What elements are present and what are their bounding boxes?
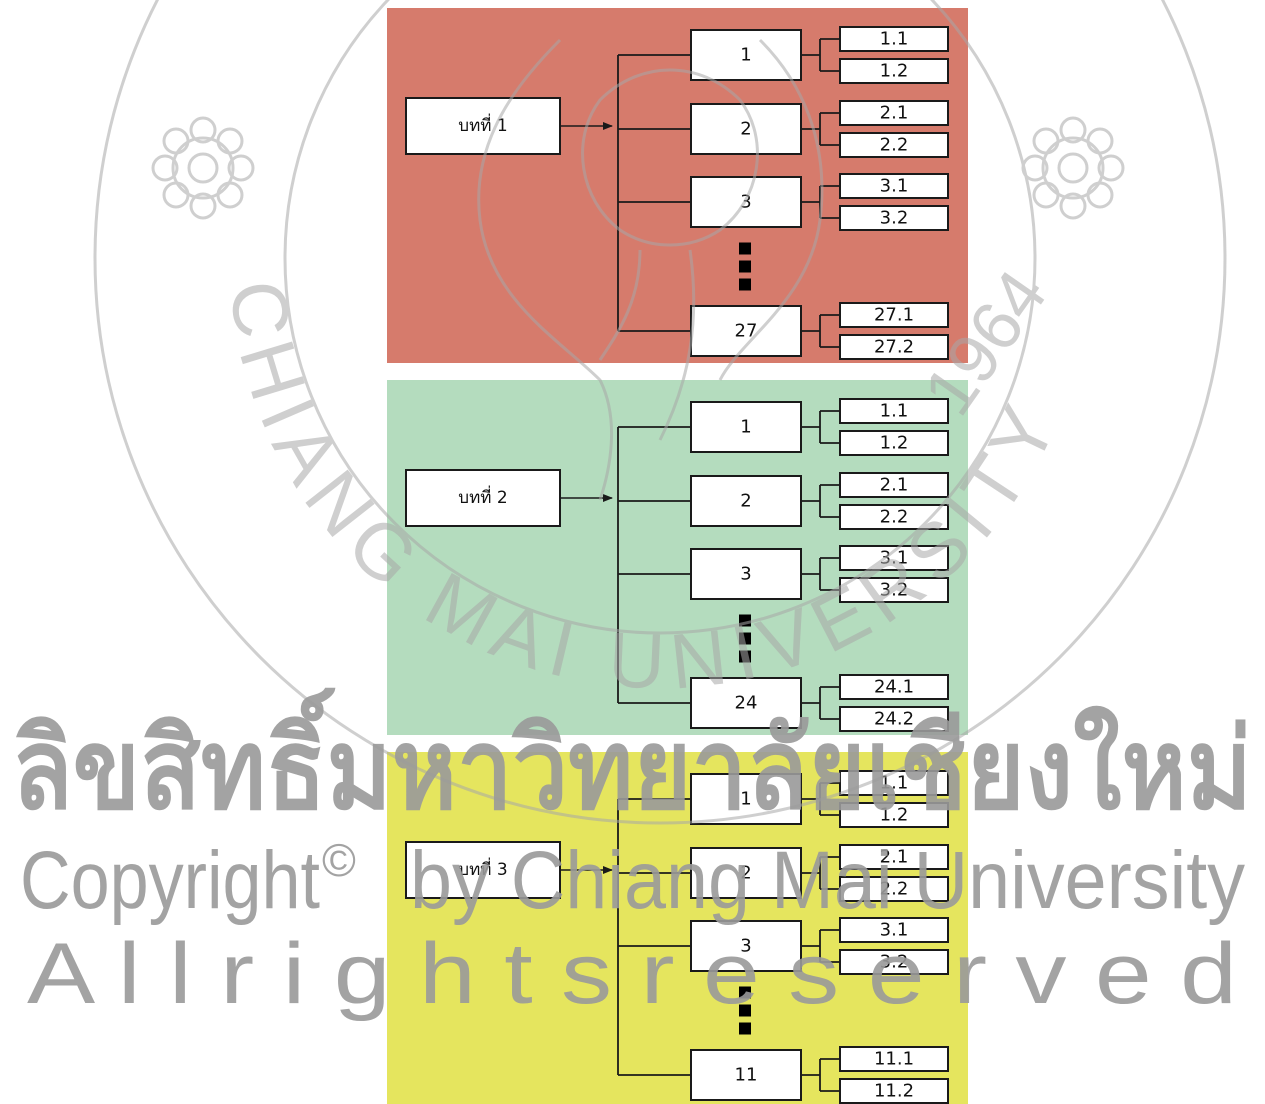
section-label: 1 [740, 45, 751, 66]
subsection-label: 1.2 [880, 805, 909, 826]
section-box [690, 920, 802, 972]
subsection-box [839, 1046, 949, 1072]
section-box [690, 29, 802, 81]
elephant-emblem-icon [477, 38, 824, 501]
subsection-label: 24.2 [874, 709, 914, 730]
watermark-copyright-line: Copyright [20, 835, 320, 926]
subsection-box [839, 100, 949, 126]
section-label: 1 [740, 789, 751, 810]
copyright-watermark: ลิขสิทธิ์มหาวิทยาลัยเชียงใหม่ Copyright … [12, 687, 1252, 1022]
subsection-box [839, 132, 949, 158]
ellipsis-dot [739, 986, 751, 999]
section-box [690, 548, 802, 600]
section-label: 1 [740, 417, 751, 438]
section-label: 3 [740, 564, 751, 585]
subsection-box [839, 674, 949, 700]
chapter-label: บทที่ 3 [458, 857, 507, 880]
subsection-label: 2.1 [880, 475, 909, 496]
subsection-label: 2.1 [880, 103, 909, 124]
subsection-label: 2.2 [880, 507, 909, 528]
chapter-box [405, 97, 561, 155]
subsection-box [839, 430, 949, 456]
ellipsis-dot [739, 1004, 751, 1017]
seal-inner-ring [283, 0, 1037, 635]
subsection-label: 3.1 [880, 176, 909, 197]
subsection-box [839, 844, 949, 870]
copyright-symbol: © [322, 834, 356, 886]
section-box [690, 847, 802, 899]
subsection-label: 3.2 [880, 208, 909, 229]
subsection-label: 11.2 [874, 1081, 914, 1102]
subsection-box [839, 26, 949, 52]
subsection-label: 11.1 [874, 1049, 914, 1070]
subsection-box [839, 302, 949, 328]
subsection-label: 24.1 [874, 677, 914, 698]
subsection-label: 3.1 [880, 548, 909, 569]
section-label: 2 [740, 119, 751, 140]
subsection-label: 3.1 [880, 920, 909, 941]
subsection-box [839, 58, 949, 84]
ellipsis-dot [739, 242, 751, 255]
chapter-panel-2: บทที่ 2 1 1.1 1.2 2 2.1 2.2 3 3.1 3.2 24 24.1 24.2 [387, 380, 968, 735]
panels-layer: บทที่ 111.11.222.12.233.13.22727.127.2บท… [387, 8, 968, 1104]
section-label: 2 [740, 491, 751, 512]
subsection-label: 27.2 [874, 337, 914, 358]
watermark-rights-line: A l l r i g h t s r e s e r v e d [27, 926, 1237, 1022]
subsection-label: 1.1 [880, 773, 909, 794]
ellipsis-dot [739, 278, 751, 291]
subsection-label: 1.2 [880, 433, 909, 454]
flower-emblem-left-icon [151, 116, 255, 220]
subsection-box [839, 876, 949, 902]
ellipsis-dot [739, 260, 751, 273]
subsection-box [839, 1078, 949, 1104]
section-label: 3 [740, 936, 751, 957]
section-label: 11 [735, 1065, 758, 1086]
chapter-box [405, 841, 561, 899]
watermark-copyright-rest: by Chiang Mai University [410, 835, 1245, 926]
subsection-box [839, 770, 949, 796]
ellipsis-dot [739, 632, 751, 645]
subsection-label: 1.2 [880, 61, 909, 82]
subsection-box [839, 205, 949, 231]
flower-emblem-right-icon [1021, 116, 1125, 220]
chapter-label: บทที่ 2 [458, 485, 507, 508]
chapter-box [405, 469, 561, 527]
section-label: 27 [735, 321, 758, 342]
subsection-label: 2.1 [880, 847, 909, 868]
watermark-thai-line: ลิขสิทธิ์มหาวิทยาลัยเชียงใหม่ [12, 687, 1252, 832]
ellipsis-dot [739, 650, 751, 663]
subsection-box [839, 949, 949, 975]
subsection-box [839, 802, 949, 828]
subsection-box [839, 472, 949, 498]
subsection-box [839, 173, 949, 199]
section-label: 24 [735, 693, 758, 714]
subsection-label: 1.1 [880, 29, 909, 50]
subsection-box [839, 917, 949, 943]
subsection-box [839, 398, 949, 424]
subsection-label: 3.2 [880, 952, 909, 973]
section-label: 2 [740, 863, 751, 884]
subsection-label: 1.1 [880, 401, 909, 422]
subsection-box [839, 577, 949, 603]
ellipsis-dot [739, 1022, 751, 1035]
subsection-label: 2.2 [880, 135, 909, 156]
section-box [690, 401, 802, 453]
subsection-label: 3.2 [880, 580, 909, 601]
subsection-box [839, 334, 949, 360]
subsection-box [839, 706, 949, 732]
seal-outer-ring [93, 0, 1227, 825]
section-box [690, 1049, 802, 1101]
subsection-label: 2.2 [880, 879, 909, 900]
subsection-label: 27.1 [874, 305, 914, 326]
section-box [690, 677, 802, 729]
